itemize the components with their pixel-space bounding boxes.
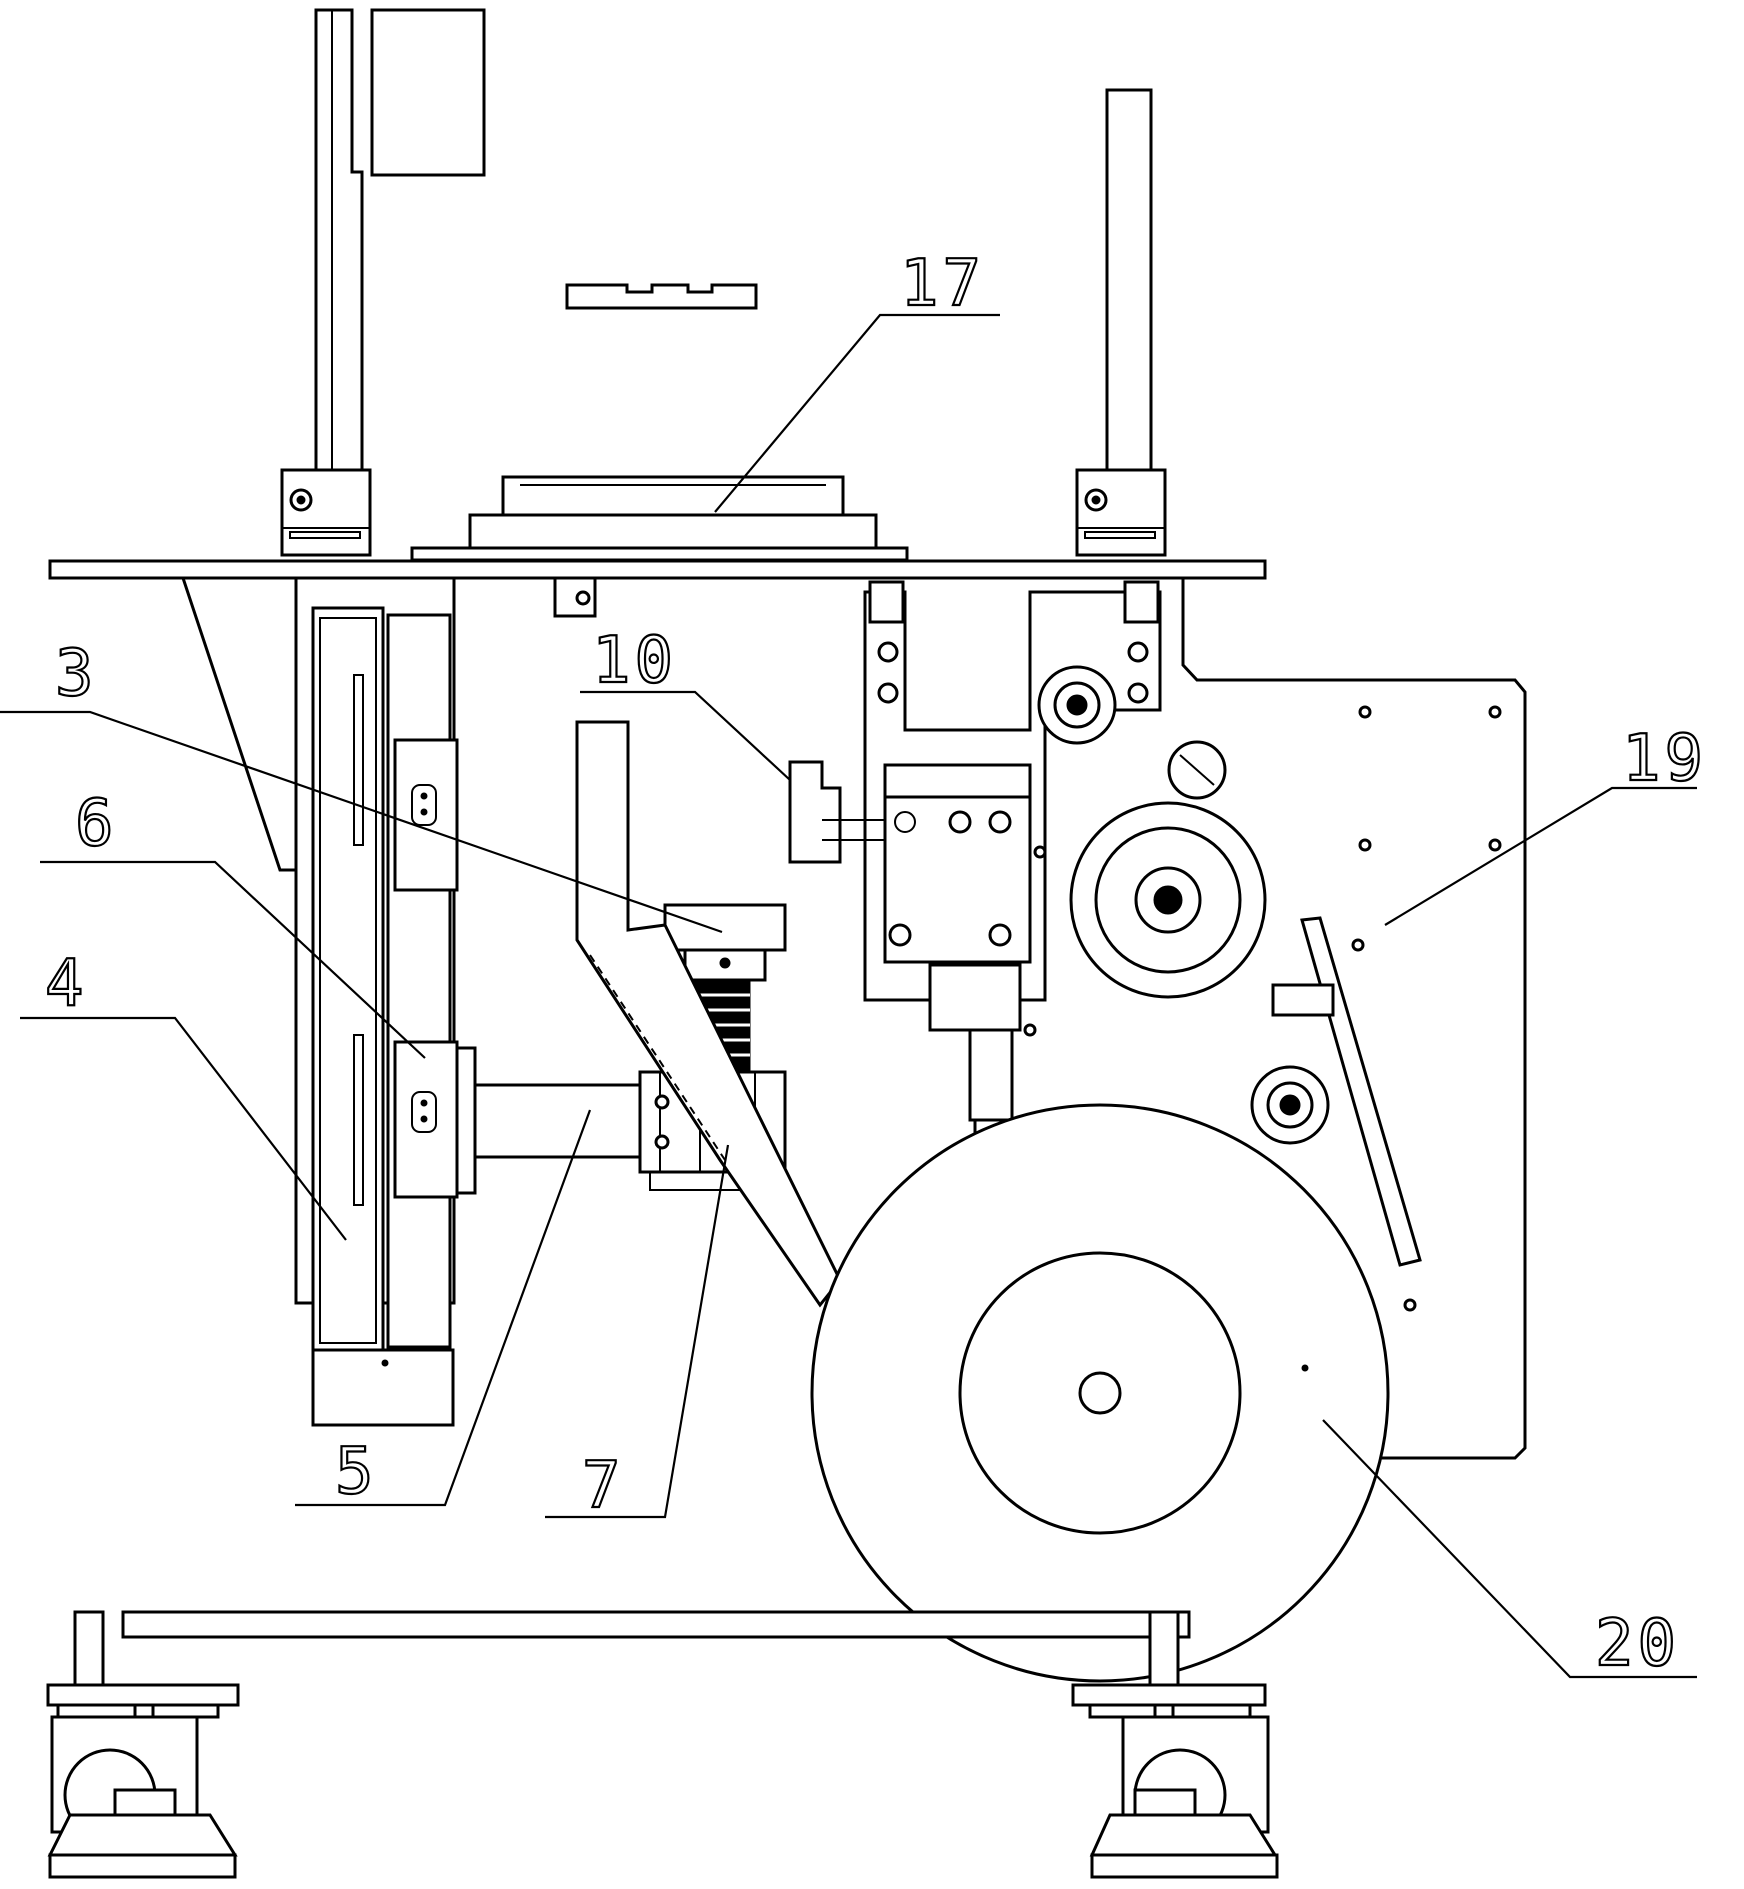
winding-roll-20 <box>810 1103 1390 1683</box>
actuator-10 <box>788 760 1032 964</box>
screw-rail <box>386 613 452 1349</box>
clamp-top-left <box>868 580 905 624</box>
callout-17: 17 <box>900 247 985 321</box>
base-beam <box>121 1610 1191 1639</box>
clamp-top-right <box>1123 580 1160 624</box>
lower-slider-block-6 <box>393 1040 459 1199</box>
callout-10: 10 <box>592 624 677 698</box>
right-post-clamp <box>1075 468 1167 557</box>
left-side-bracket <box>180 576 302 872</box>
small-bracket <box>565 283 758 310</box>
upper-panel <box>370 8 486 177</box>
callout-5: 5 <box>335 1435 378 1509</box>
callout-6: 6 <box>75 787 118 861</box>
main-top-plate <box>48 559 1267 580</box>
callout-3: 3 <box>55 637 98 711</box>
pulley-lower <box>1250 1065 1330 1145</box>
callout-19: 19 <box>1622 722 1707 796</box>
large-wheel <box>1069 801 1267 999</box>
upper-slider-block <box>393 738 459 892</box>
callout-4: 4 <box>45 947 88 1021</box>
turntable-17 <box>410 475 909 562</box>
pulley-upper <box>1037 665 1117 745</box>
callout-7: 7 <box>582 1449 625 1523</box>
right-caster <box>1071 1610 1279 1879</box>
plate-holes <box>1023 705 1502 1312</box>
leader-lines <box>0 313 1697 1679</box>
connecting-arm-5 <box>455 1046 647 1195</box>
left-vertical-post <box>314 8 364 472</box>
left-post-clamp <box>280 468 372 557</box>
left-caster <box>46 1610 240 1879</box>
linear-rail-4 <box>311 606 385 1355</box>
feed-chute <box>575 720 842 1308</box>
tension-arm <box>1271 916 1422 1267</box>
side-plate-19 <box>1181 578 1527 1460</box>
callout-20: 20 <box>1595 1607 1680 1681</box>
right-vertical-post <box>1105 88 1153 472</box>
handwheel <box>1167 740 1227 800</box>
